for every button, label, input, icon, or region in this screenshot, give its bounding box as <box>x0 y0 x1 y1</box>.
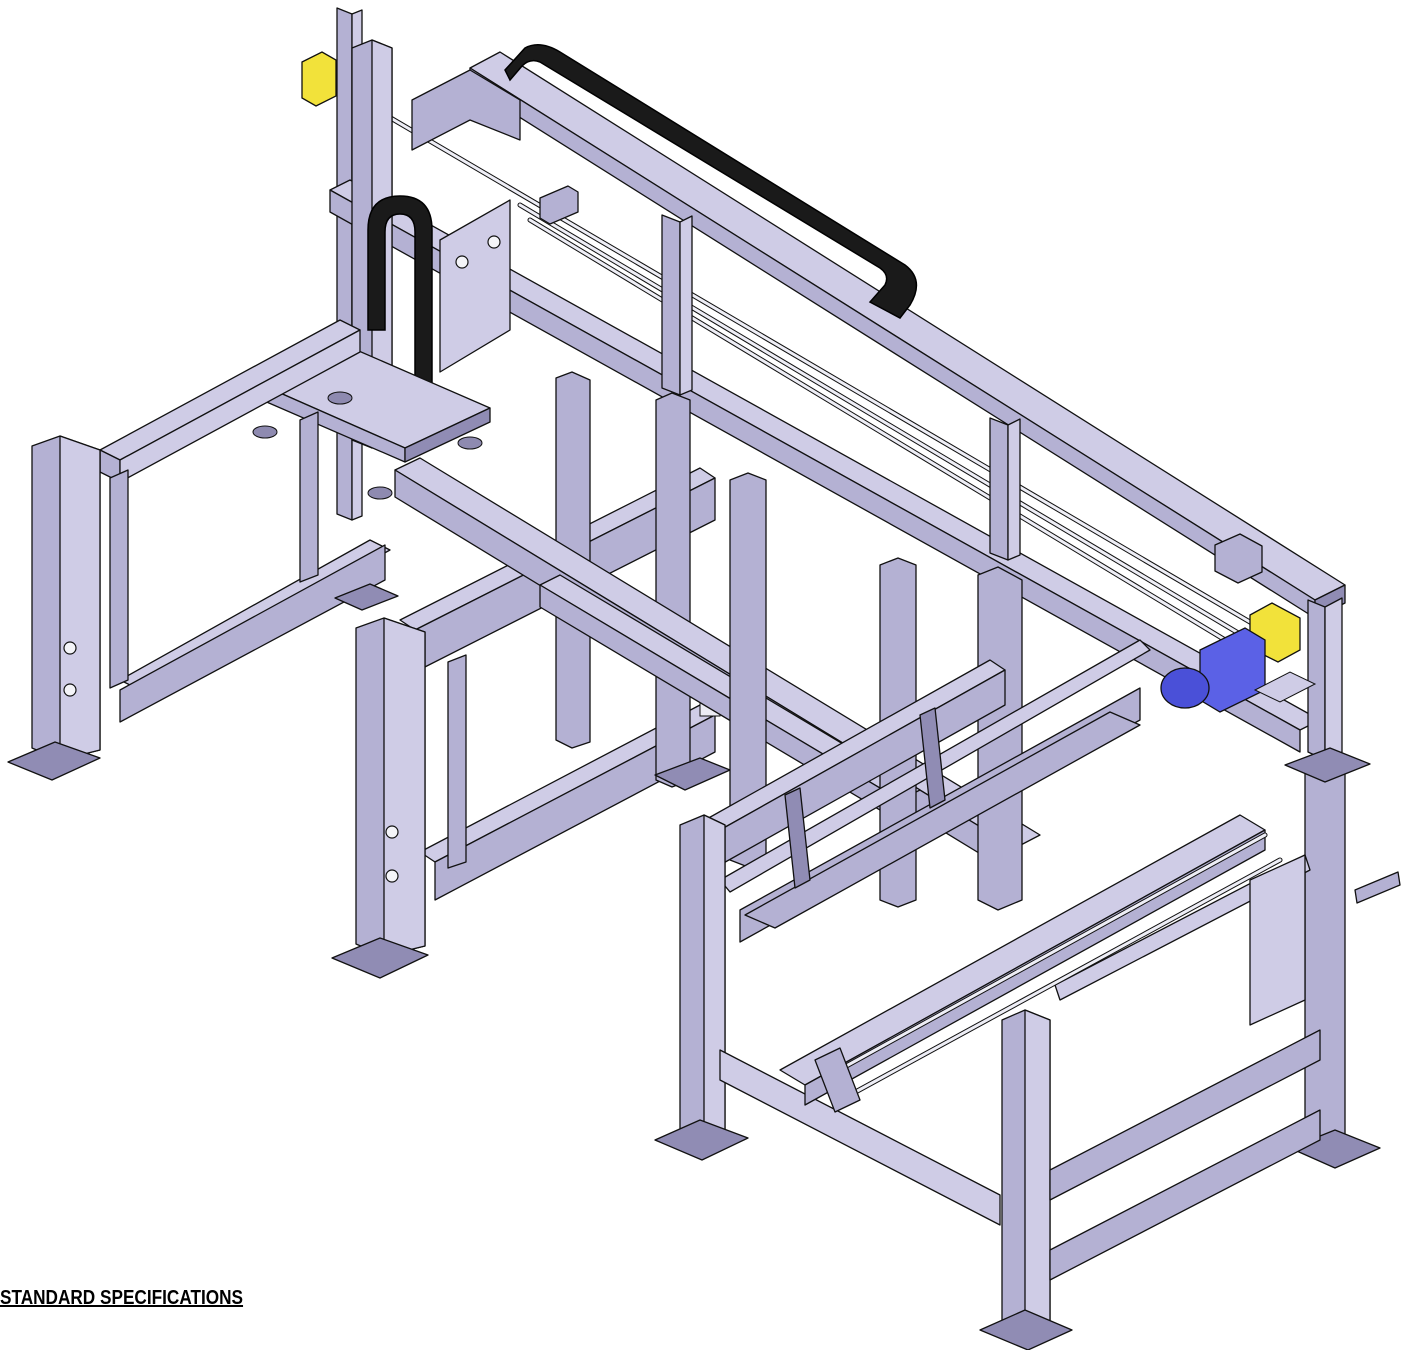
gantry-right-column <box>989 417 1021 561</box>
vacuum-cup-icon <box>457 436 483 450</box>
standard-specifications-heading: STANDARD SPECIFICATIONS <box>0 1287 244 1309</box>
gantry-end-column <box>1307 597 1343 761</box>
vacuum-cup-icon <box>327 391 353 405</box>
cable-carrier-chain <box>504 44 918 319</box>
gantry-middle-column <box>661 214 693 396</box>
vacuum-cup-icon <box>252 425 278 439</box>
left-station-frame <box>7 319 399 781</box>
linear-guide-rods <box>357 97 1258 655</box>
vacuum-cup-icon <box>367 486 393 500</box>
trolley-brackets <box>539 185 1263 584</box>
gear-motor-icon <box>1160 602 1317 713</box>
right-station-frame <box>654 472 1401 1350</box>
gearbox-top <box>301 51 337 107</box>
carriage-plate <box>411 69 521 373</box>
